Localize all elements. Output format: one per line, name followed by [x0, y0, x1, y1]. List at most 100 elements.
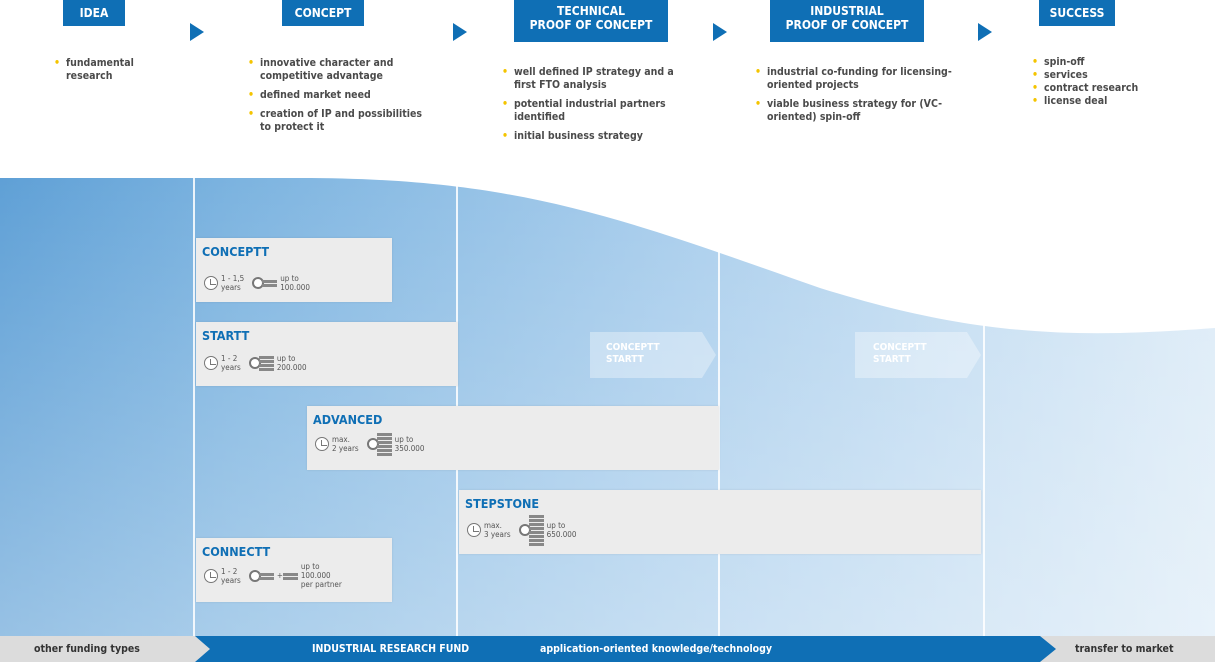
stage-idea-header: IDEA	[63, 0, 125, 26]
bullet-item: innovative character and competitive adv…	[246, 57, 426, 83]
clock-icon	[204, 568, 218, 583]
money-stack-icon	[376, 432, 392, 456]
coin-icon	[248, 569, 261, 582]
duration-value: 1 - 1,5	[221, 274, 245, 283]
bottom-bar	[0, 636, 1215, 662]
bullet-item: viable business strategy for (VC-oriente…	[753, 98, 953, 124]
amount-value: 650.000	[546, 530, 577, 539]
duration-value: 1 - 2	[221, 566, 238, 576]
money-stack-icon	[258, 355, 274, 371]
money-stack-icon	[258, 572, 274, 580]
stage-success-header: SUCCESS	[1039, 0, 1115, 26]
bullet-item: spin-off	[1030, 56, 1170, 69]
bullet-item: initial business strategy	[500, 130, 682, 143]
continuation-arrow-shape	[855, 332, 981, 378]
transfer-to-market-label: transfer to market	[1075, 643, 1174, 655]
duration-unit: years	[221, 575, 241, 585]
program-name: STARTT	[202, 328, 250, 343]
duration-unit: years	[221, 363, 241, 372]
amount-value: 200.000	[276, 363, 307, 372]
amount-value: 350.000	[394, 444, 425, 453]
technical-bullets: well defined IP strategy and a first FTO…	[500, 66, 682, 149]
bullet-item: services	[1030, 69, 1170, 82]
column-divider	[983, 310, 985, 636]
program-name: CONNECTT	[202, 544, 271, 559]
coin-icon	[252, 277, 265, 289]
program-name: ADVANCED	[313, 412, 383, 427]
amount-label: up to	[280, 274, 299, 283]
clock-icon	[204, 356, 218, 370]
duration-value: max.	[332, 435, 350, 444]
column-divider	[718, 238, 720, 636]
duration-value: max.	[484, 521, 502, 530]
duration-unit: 3 years	[484, 530, 511, 539]
arrow-icon	[978, 23, 992, 41]
idea-bullets: fundamental research	[52, 57, 172, 83]
tag-line: CONCEPTT	[606, 342, 660, 353]
bullet-item: industrial co-funding for licensing-orie…	[753, 66, 953, 92]
program-name: CONCEPTT	[202, 244, 270, 259]
industrial-research-fund-label: INDUSTRIAL RESEARCH FUND	[312, 643, 470, 655]
bullet-item: well defined IP strategy and a first FTO…	[500, 66, 682, 92]
coin-icon	[366, 438, 379, 450]
stage-title-line: PROOF OF CONCEPT	[785, 18, 909, 32]
arrow-icon	[713, 23, 727, 41]
clock-icon	[467, 523, 481, 537]
bullet-item: license deal	[1030, 95, 1170, 108]
tag-line: STARTT	[606, 354, 644, 365]
stage-title-line: PROOF OF CONCEPT	[529, 18, 653, 32]
bullet-item: potential industrial partners identified	[500, 98, 682, 124]
arrow-icon	[190, 23, 204, 41]
amount-qualifier: per partner	[300, 580, 342, 589]
plus-icon: +	[276, 571, 283, 580]
stage-technical-header: TECHNICAL PROOF OF CONCEPT	[514, 0, 668, 42]
duration-unit: 2 years	[332, 444, 359, 453]
continuation-tag-industrial: CONCEPTT STARTT	[873, 342, 927, 366]
application-oriented-label: application-oriented knowledge/technolog…	[540, 643, 773, 655]
continuation-tag-technical: CONCEPTT STARTT	[606, 342, 660, 366]
coin-icon	[518, 524, 531, 536]
duration-value: 1 - 2	[221, 354, 238, 363]
other-funding-label: other funding types	[34, 643, 140, 655]
tag-line: CONCEPTT	[873, 342, 927, 353]
money-stack-icon	[528, 514, 544, 546]
tag-line: STARTT	[873, 354, 911, 365]
coin-icon	[248, 357, 261, 369]
concept-bullets: innovative character and competitive adv…	[246, 57, 426, 140]
amount-label: up to	[300, 562, 320, 571]
stage-title-line: TECHNICAL	[557, 4, 625, 18]
money-stack-icon	[282, 572, 298, 580]
amount-value: 100.000	[300, 571, 331, 580]
column-divider	[193, 178, 195, 636]
amount-label: up to	[276, 354, 296, 363]
success-bullets: spin-off services contract research lice…	[1030, 56, 1170, 108]
arrow-icon	[453, 23, 467, 41]
program-name: STEPSTONE	[465, 496, 540, 511]
industrial-bullets: industrial co-funding for licensing-orie…	[753, 66, 953, 130]
amount-label: up to	[394, 435, 414, 444]
clock-icon	[204, 276, 218, 290]
stage-industrial-header: INDUSTRIAL PROOF OF CONCEPT	[770, 0, 924, 42]
amount-label: up to	[546, 521, 566, 530]
bullet-item: defined market need	[246, 89, 426, 102]
duration-unit: years	[221, 283, 241, 292]
continuation-arrow-shape	[590, 332, 716, 378]
bullet-item: contract research	[1030, 82, 1170, 95]
amount-value: 100.000	[280, 283, 310, 292]
stage-concept-header: CONCEPT	[282, 0, 364, 26]
stage-title-line: INDUSTRIAL	[810, 4, 884, 18]
clock-icon	[315, 437, 329, 451]
bullet-item: fundamental research	[52, 57, 172, 83]
bullet-item: creation of IP and possibilities to prot…	[246, 108, 426, 134]
money-stack-icon	[262, 279, 278, 287]
